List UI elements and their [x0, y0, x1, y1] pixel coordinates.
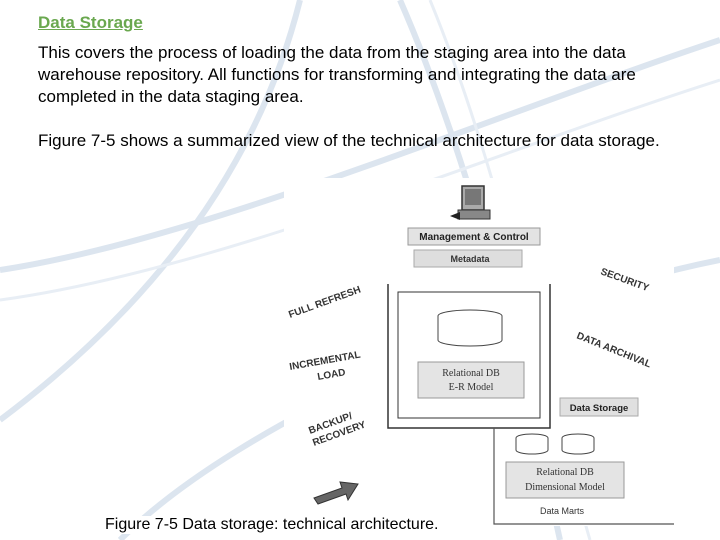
storage-enclosure — [387, 284, 551, 429]
data-marts-frame — [493, 428, 674, 525]
data-marts-label: Data Marts — [540, 506, 585, 516]
computer-icon — [450, 185, 491, 220]
architecture-figure: Management & Control Metadata Relational… — [284, 178, 674, 526]
full-refresh-label: FULL REFRESH — [287, 285, 362, 321]
data-storage-label: Data Storage — [570, 403, 629, 414]
slide-title: Data Storage — [38, 13, 143, 32]
arrow-right-icon — [313, 481, 359, 505]
relational-db-2-label: Relational DB — [536, 467, 594, 478]
relational-db-label: Relational DB — [442, 368, 500, 379]
metadata-label: Metadata — [450, 254, 490, 264]
security-label: SECURITY — [599, 266, 651, 294]
dimensional-model-label: Dimensional Model — [525, 482, 605, 493]
relational-db-dimensional-box — [505, 461, 625, 499]
architecture-diagram: Management & Control Metadata Relational… — [287, 185, 674, 525]
data-archival-label: DATA ARCHIVAL — [575, 331, 653, 371]
er-model-label: E-R Model — [449, 382, 494, 393]
incremental-label: INCREMENTAL — [289, 350, 362, 373]
management-control-label: Management & Control — [419, 232, 529, 243]
relational-db-er-box — [417, 361, 525, 399]
figure-reference-paragraph: Figure 7-5 shows a summarized view of th… — [38, 131, 660, 150]
mart-cylinder-icon — [515, 433, 595, 455]
metadata-box — [413, 249, 523, 268]
figure-caption: Figure 7-5 Data storage: technical archi… — [103, 516, 441, 534]
data-storage-box — [559, 397, 639, 417]
database-cylinder-icon — [437, 309, 503, 347]
load-label: LOAD — [317, 367, 347, 383]
management-control-box — [407, 227, 541, 246]
storage-inner-frame — [397, 291, 541, 419]
intro-paragraph: This covers the process of loading the d… — [38, 43, 636, 106]
